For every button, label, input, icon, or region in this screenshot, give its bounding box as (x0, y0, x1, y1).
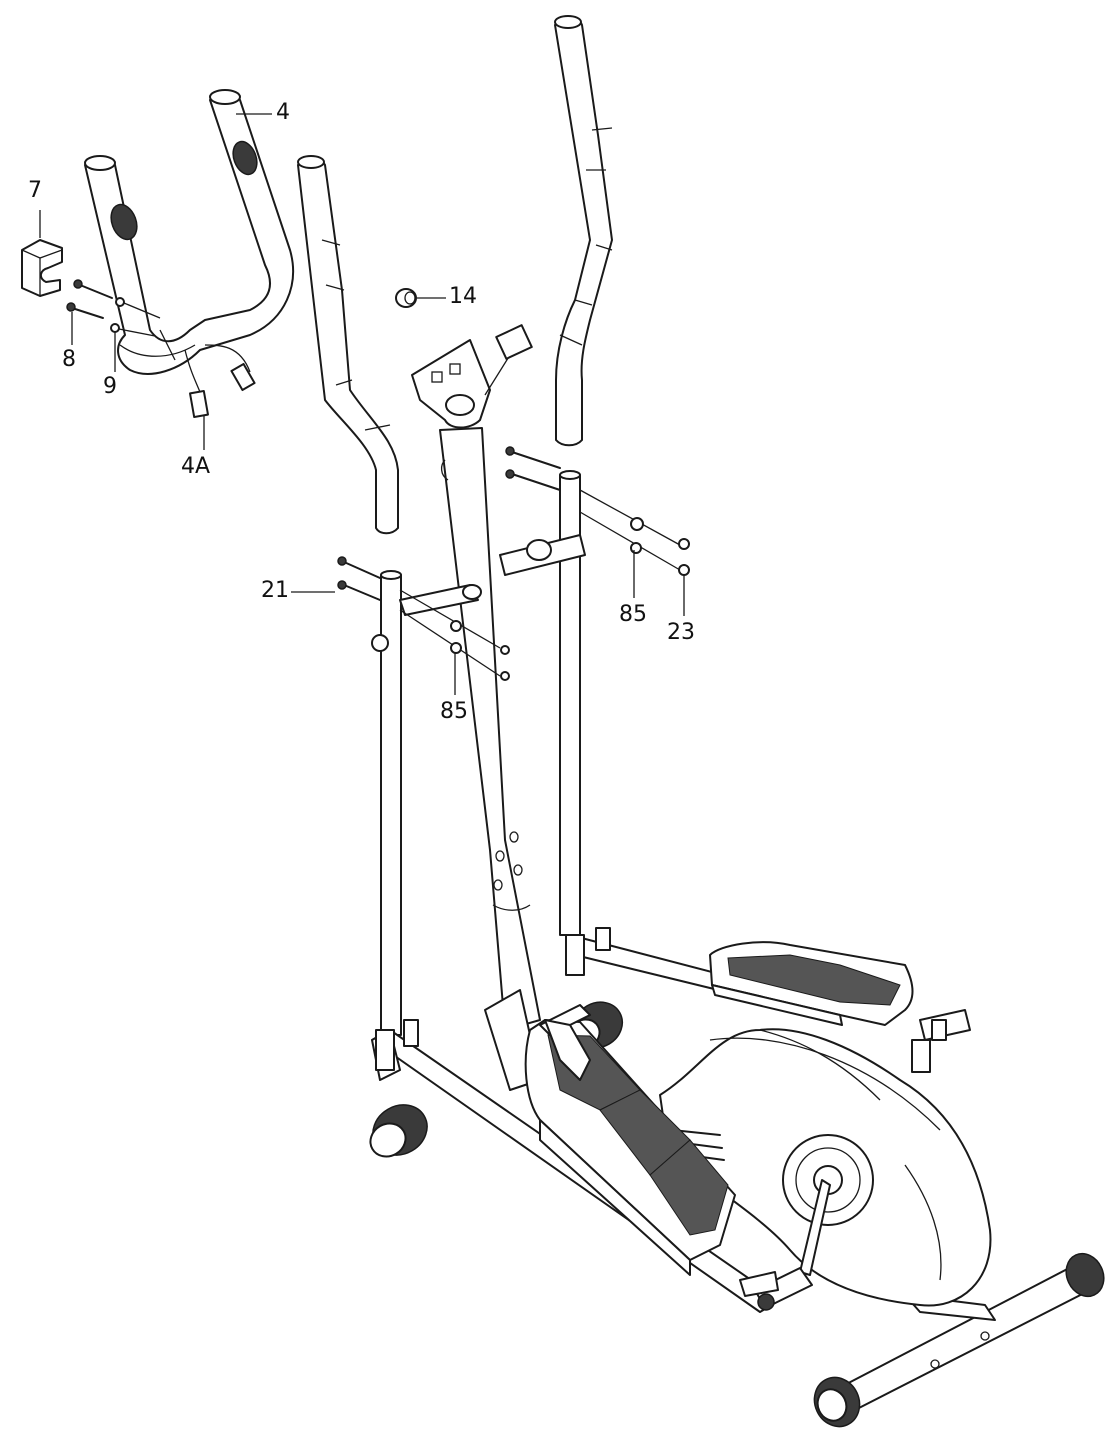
cap-part-14 (395, 288, 417, 308)
flywheel-housing (659, 1028, 992, 1311)
callout-part-7: 7 (28, 178, 42, 203)
callout-part-85-left: 85 (440, 699, 468, 724)
callout-part-23: 23 (667, 620, 695, 645)
callout-part-4a: 4A (181, 454, 211, 479)
bracket-part-7 (21, 239, 63, 297)
right-lower-pole (499, 446, 690, 936)
console-mast (411, 324, 541, 1031)
callout-part-8: 8 (62, 347, 76, 372)
callout-part-4: 4 (276, 100, 290, 125)
callout-part-85-right: 85 (619, 602, 647, 627)
callout-part-9: 9 (103, 374, 117, 399)
bolts-part-8 (66, 279, 161, 337)
leader-lines (39, 113, 685, 695)
left-upper-arm (297, 155, 399, 535)
handlebar-part-4 (84, 89, 295, 419)
callout-part-14: 14 (449, 284, 477, 309)
right-pedal (709, 941, 914, 1026)
left-pedal (524, 1004, 736, 1276)
callout-part-21: 21 (261, 578, 289, 603)
right-upper-arm (554, 15, 613, 447)
left-lower-pole (337, 556, 510, 1036)
